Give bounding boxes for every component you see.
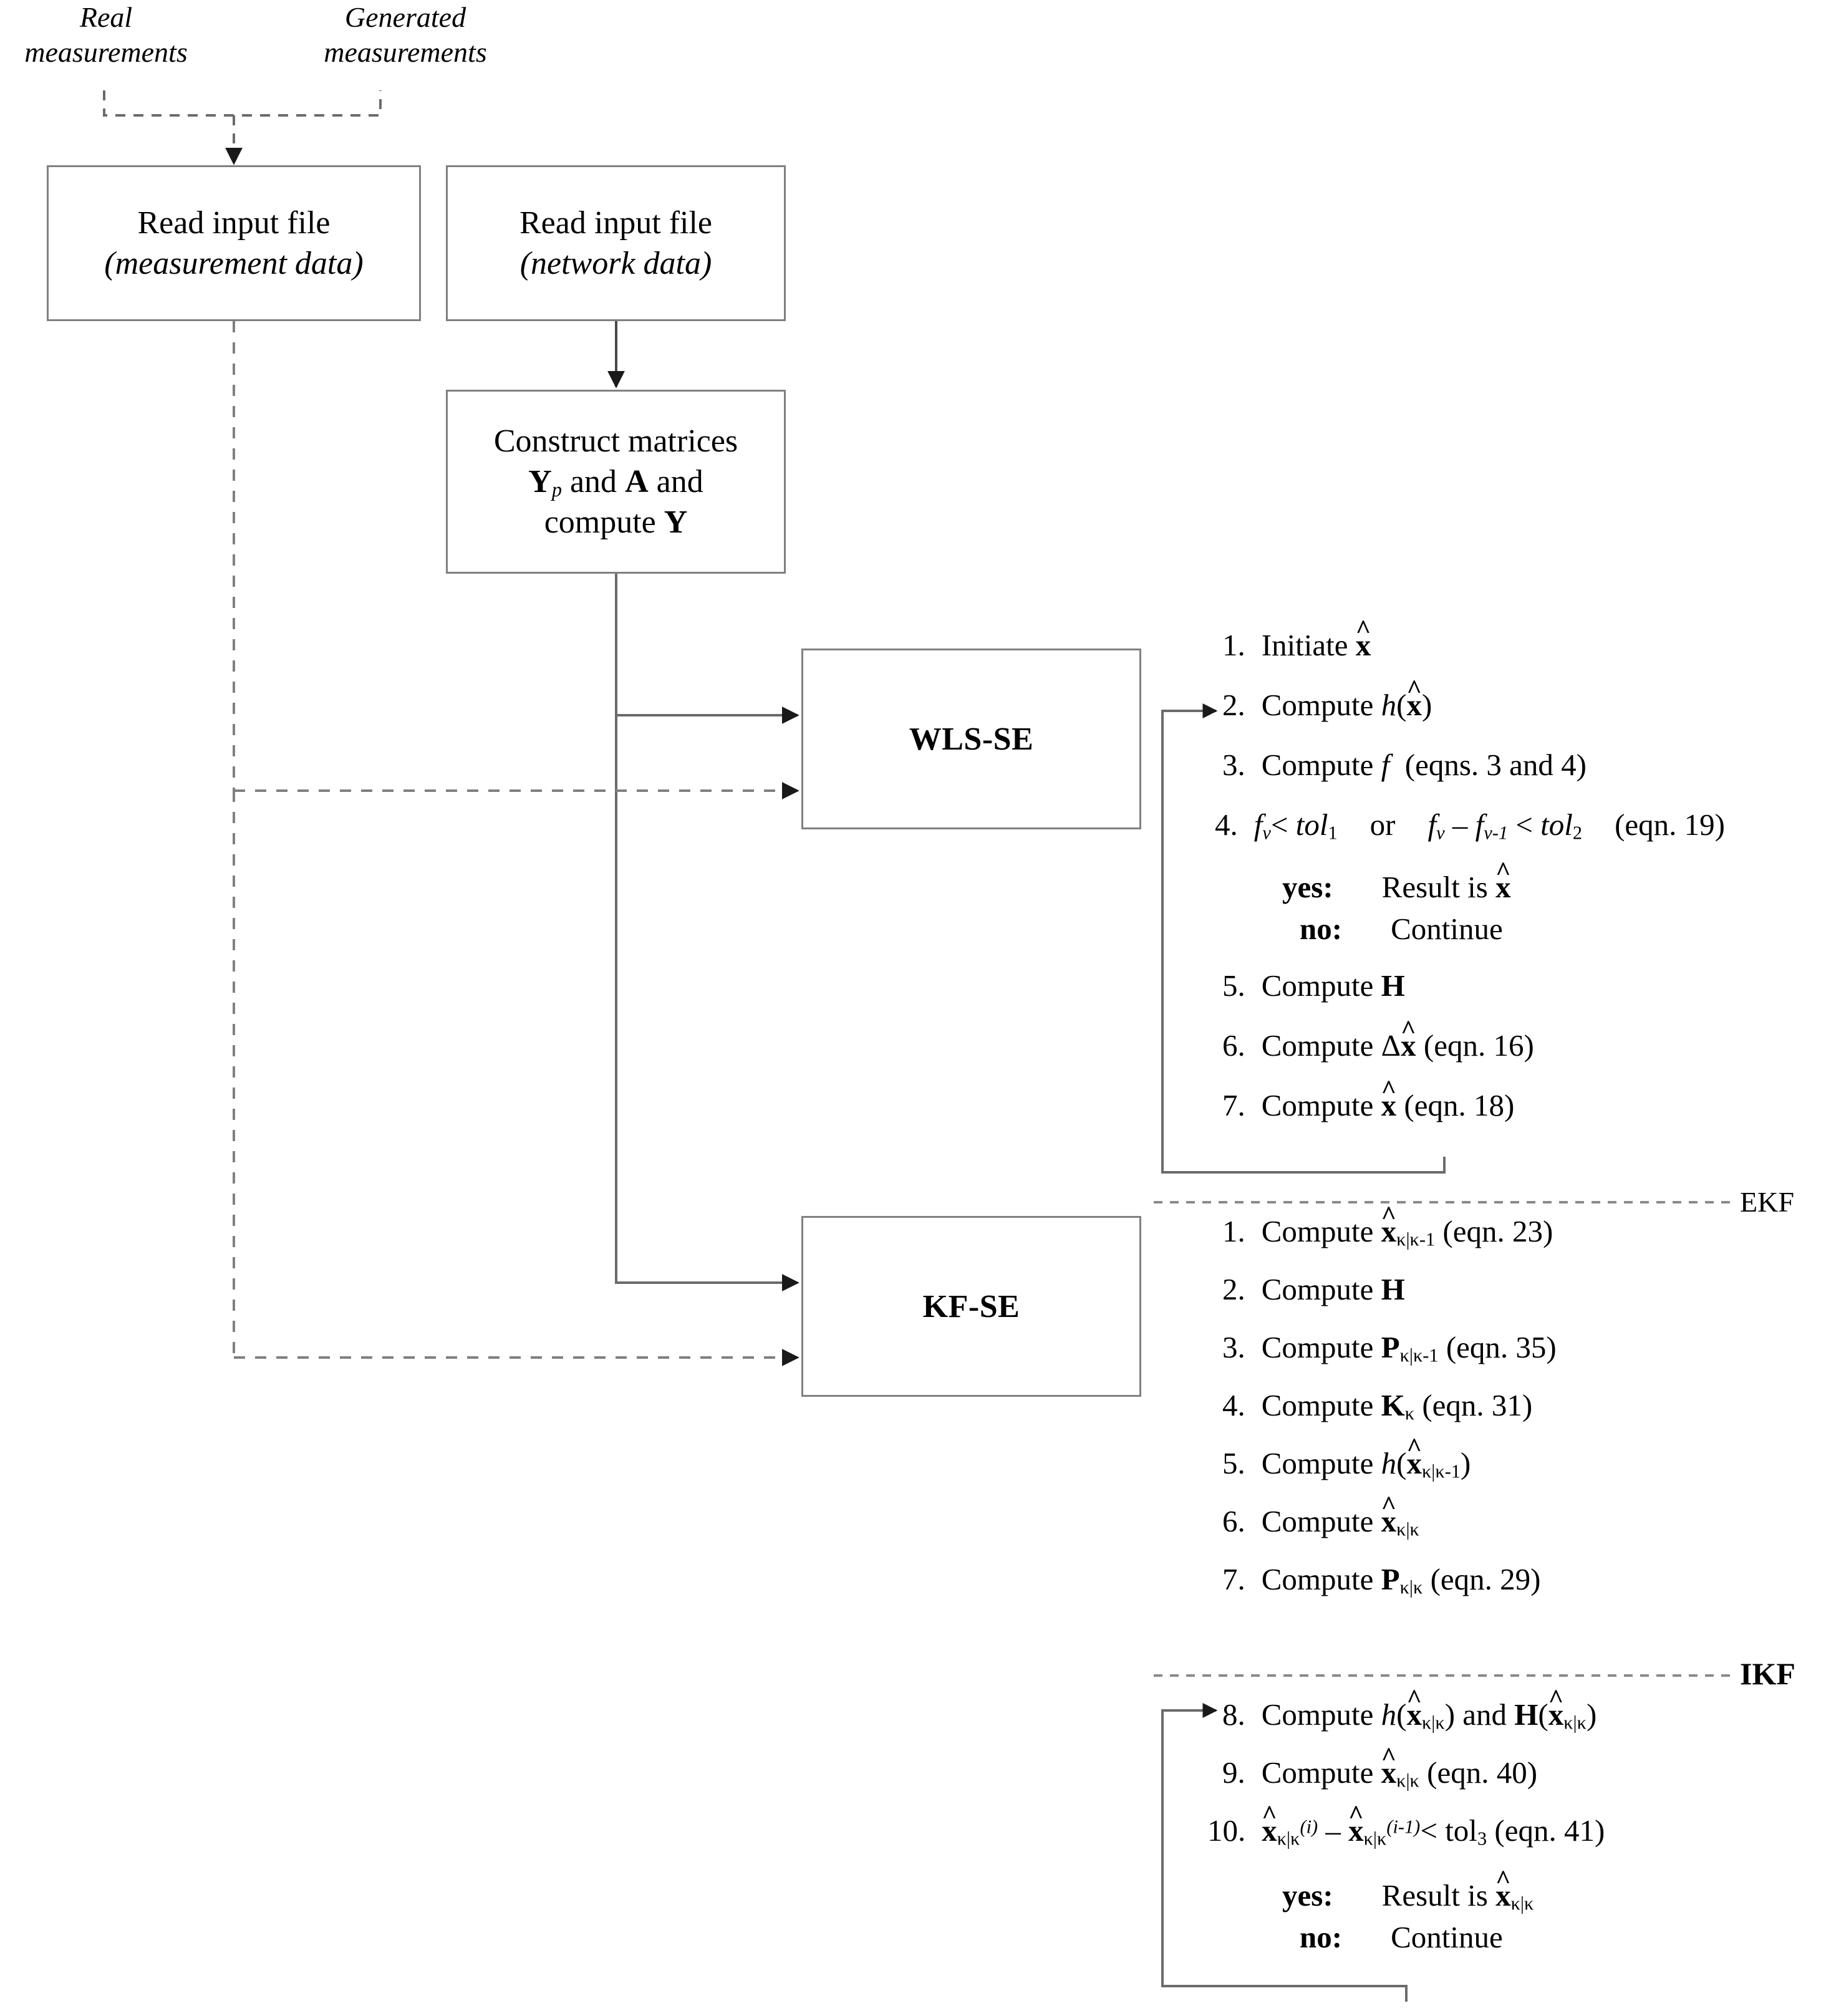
wls-step-5-number: 5. [1222, 968, 1245, 1003]
ikf-branch-no: no: Continue [1222, 1922, 1503, 1952]
wls-step-4-number: 4. [1215, 808, 1238, 842]
ikf-yes-label: yes: [1282, 1878, 1333, 1912]
box-read-network-line1: Read input file [519, 205, 713, 241]
kf-step-1: 1.Compute ^xκ|κ-1 (eqn. 23) [1222, 1200, 1553, 1250]
wls-step-1-number: 1. [1222, 628, 1245, 662]
box-construct-line2: Yp and A and [528, 463, 703, 501]
wls-step-3: 3.Compute f (eqns. 3 and 4) [1222, 748, 1587, 782]
wls-step-6: 6.Compute Δ^x (eqn. 16) [1222, 1015, 1534, 1063]
box-read-network-line2: (network data) [519, 246, 712, 281]
kf-step-5: 5.Compute h(^xκ|κ-1) [1222, 1432, 1471, 1482]
kf-step-3: 3.Compute Pκ|κ-1 (eqn. 35) [1222, 1330, 1557, 1366]
wls-yes-label: yes: [1282, 870, 1333, 904]
box-construct-line3: compute Y [544, 504, 688, 541]
box-read-measurement-line1: Read input file [137, 205, 331, 241]
section-label-ekf: EKF [1740, 1185, 1794, 1218]
wls-step-3-number: 3. [1222, 748, 1245, 782]
wls-step-2-number: 2. [1222, 688, 1245, 722]
label-real-measurements: Real measurements [0, 0, 212, 70]
wls-step-2: 2.Compute h(^x) [1222, 674, 1432, 722]
arrow-construct-to-kf [615, 574, 799, 1291]
ikf-step-9: 9.Compute ^xκ|κ (eqn. 40) [1222, 1742, 1538, 1792]
box-wls-se-label: WLS-SE [909, 721, 1034, 757]
wls-step-5: 5.Compute H [1222, 968, 1405, 1003]
ikf-step-10: 10.^xκ|κ(i) – ^xκ|κ(i-1)< tol3 (eqn. 41) [1207, 1800, 1605, 1850]
label-generated-line1: Generated [344, 1, 466, 33]
box-read-measurement-line2: (measurement data) [104, 246, 364, 281]
wls-no-text: Continue [1391, 912, 1503, 946]
ikf-no-text: Continue [1391, 1920, 1503, 1954]
ikf-step-10-number: 10. [1207, 1813, 1246, 1848]
ikf-step-8-number: 8. [1222, 1697, 1245, 1732]
box-wls-se[interactable]: WLS-SE [801, 649, 1141, 829]
ikf-text: IKF [1740, 1656, 1795, 1691]
ikf-no-label: no: [1300, 1920, 1343, 1954]
wls-no-label: no: [1300, 912, 1343, 946]
wls-step-7-number: 7. [1222, 1088, 1245, 1122]
kf-step-7-number: 7. [1222, 1562, 1245, 1596]
box-read-network-data[interactable]: Read input file (network data) [446, 165, 786, 321]
box-kf-se-label: KF-SE [922, 1288, 1020, 1324]
kf-step-2: 2.Compute H [1222, 1272, 1405, 1306]
ikf-branch-yes: yes:Result is ^xκ|κ [1282, 1864, 1534, 1914]
box-construct-line1: Construct matrices [493, 423, 738, 459]
kf-step-4-number: 4. [1222, 1388, 1245, 1422]
kf-step-6: 6.Compute ^xκ|κ [1222, 1490, 1419, 1540]
dashed-bracket-measurements [103, 90, 382, 159]
wls-step-1: 1.Initiate ^x [1222, 614, 1371, 662]
kf-step-4: 4.Compute Kκ (eqn. 31) [1222, 1388, 1533, 1424]
ikf-step-9-number: 9. [1222, 1755, 1245, 1790]
kf-step-2-number: 2. [1222, 1272, 1245, 1306]
ikf-step-8: 8.Compute h(^xκ|κ) and H(^xκ|κ) [1222, 1684, 1597, 1734]
label-real-line1: Real [79, 1, 133, 33]
wls-step-6-number: 6. [1222, 1028, 1245, 1063]
label-generated-line2: measurements [324, 36, 487, 69]
kf-step-3-number: 3. [1222, 1330, 1245, 1364]
loop-ikf-feedback [1161, 1703, 1408, 2002]
wls-branch-yes: yes:Result is ^x [1282, 856, 1511, 904]
label-real-line2: measurements [24, 36, 188, 69]
box-read-measurement-data[interactable]: Read input file (measurement data) [47, 165, 421, 321]
kf-step-5-number: 5. [1222, 1446, 1245, 1480]
box-construct-matrices[interactable]: Construct matrices Yp and A and compute … [446, 390, 786, 574]
kf-step-1-number: 1. [1222, 1214, 1245, 1248]
section-label-ikf: IKF [1740, 1656, 1795, 1692]
ekf-text: EKF [1740, 1186, 1794, 1218]
wls-branch-no: no: Continue [1222, 914, 1503, 944]
kf-step-6-number: 6. [1222, 1504, 1245, 1538]
label-generated-measurements: Generated measurements [262, 0, 549, 70]
kf-step-7: 7.Compute Pκ|κ (eqn. 29) [1222, 1562, 1541, 1598]
wls-step-7: 7.Compute ^x (eqn. 18) [1222, 1074, 1515, 1122]
arrow-construct-to-wls [615, 574, 799, 724]
box-kf-se[interactable]: KF-SE [801, 1216, 1141, 1397]
